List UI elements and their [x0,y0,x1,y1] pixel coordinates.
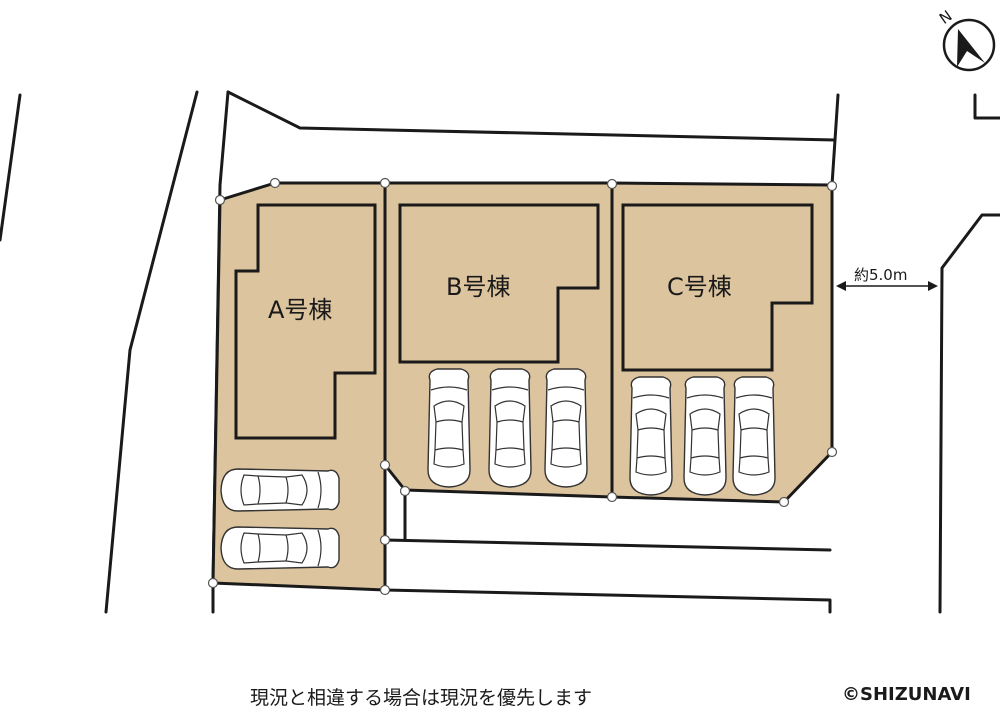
disclaimer-note: 現況と相違する場合は現況を優先します [250,687,593,709]
copyright-label: ©SHIZUNAVI [842,684,971,705]
boundary-point [379,584,391,596]
boundary-point [379,534,391,546]
boundary-point [269,177,281,189]
arrow-right-icon [928,281,938,291]
left-road-edge-outer [104,90,199,614]
car-b-3 [544,368,588,488]
right-neighbor-boundary [830,93,840,187]
top-neighbor-boundary [226,90,837,142]
boundary-point [399,485,411,497]
bottom-lane-line-2 [383,588,832,614]
right-road-edge [938,213,1000,614]
far-left-road-edge [0,93,22,242]
boundary-point [606,491,618,503]
boundary-point [379,459,391,471]
bottom-lane-line-1 [383,538,832,552]
building-b-footprint [398,203,600,364]
boundary-points [207,177,838,596]
boundary-point [778,496,790,508]
boundary-point [207,577,219,589]
building-b-label: B号棟 [446,273,510,301]
boundary-point [826,446,838,458]
building-c-footprint [621,203,814,372]
boundary-point [826,180,838,192]
building-a-footprint [234,203,377,440]
buildings [234,203,814,440]
dimension-indicator: 約5.0m [836,266,938,291]
car-c-3 [732,376,776,496]
arrow-left-icon [836,281,846,291]
building-c-label: C号棟 [667,273,732,301]
north-arrow-icon: N [936,7,996,72]
corner-mark [973,93,1000,120]
boundary-point [214,194,226,206]
building-a-label: A号棟 [268,296,332,324]
boundary-point [606,178,618,190]
dimension-label: 約5.0m [854,266,907,284]
car-a-1 [221,469,339,511]
car-c-1 [629,376,673,496]
car-b-1 [427,368,471,488]
car-b-2 [488,368,532,488]
car-a-2 [221,527,339,569]
boundary-point [379,177,391,189]
car-c-2 [683,376,727,496]
